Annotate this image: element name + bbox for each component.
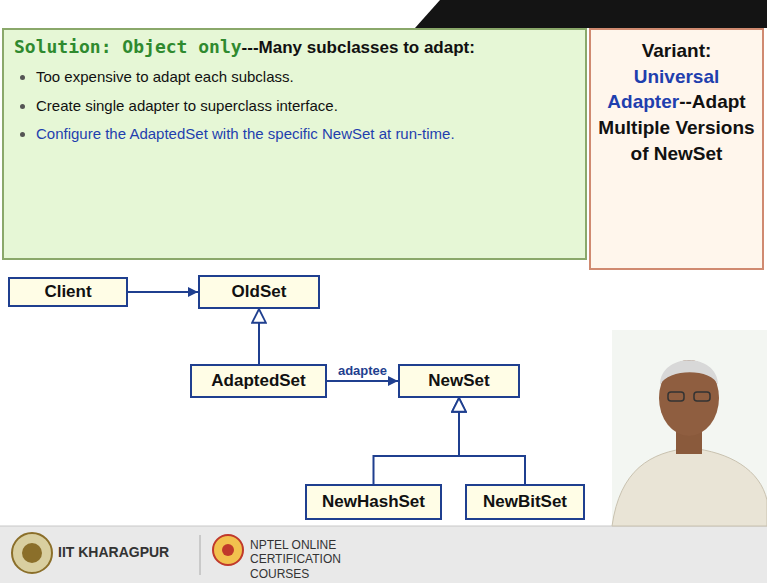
heading-line: Solution: Object only---Many subclasses … <box>14 36 575 58</box>
bullet-item: Configure the AdaptedSet with the specif… <box>18 124 575 144</box>
inheritance-line <box>258 309 260 364</box>
bullet-text: Too expensive to adapt each subclass. <box>36 68 294 85</box>
class-name: NewBitSet <box>483 492 567 512</box>
bullet-dot <box>20 104 25 109</box>
footer-label: IIT KHARAGPUR <box>58 544 169 560</box>
bullet-item: Too expensive to adapt each subclass. <box>18 67 575 87</box>
association-arrow <box>128 291 198 293</box>
variant-body: Variant: <box>597 38 756 64</box>
bullet-dot <box>20 132 25 137</box>
bullet-text: Create single adapter to superclass inte… <box>36 97 338 114</box>
bullet-dot <box>20 75 25 80</box>
bullet-item: Create single adapter to superclass inte… <box>18 96 575 116</box>
class-box: NewHashSet <box>305 484 442 520</box>
class-name: NewHashSet <box>322 492 425 512</box>
class-box: OldSet <box>198 275 320 309</box>
class-box: NewBitSet <box>465 484 585 520</box>
footer-label: NPTEL ONLINE CERTIFICATION COURSES <box>250 538 400 581</box>
inheritance-line <box>374 398 460 484</box>
class-name: AdaptedSet <box>211 371 305 391</box>
iit-logo <box>12 533 52 573</box>
presenter-photo <box>612 330 767 526</box>
inheritance-line <box>459 398 525 484</box>
variant-text: Variant:Universal Adapter--Adapt Multipl… <box>597 38 756 166</box>
solution-panel: Solution: Object only---Many subclasses … <box>2 28 587 260</box>
class-name: OldSet <box>232 282 287 302</box>
heading-rest: ---Many subclasses to adapt: <box>242 38 475 57</box>
edge-label: adaptee <box>337 363 388 378</box>
class-name: NewSet <box>428 371 489 391</box>
association-arrow <box>327 380 398 382</box>
footer-band <box>0 526 767 583</box>
heading-lead: Solution: Object only <box>14 36 242 57</box>
nptel-logo <box>213 535 243 565</box>
class-name: Client <box>44 282 91 302</box>
class-box: Client <box>8 277 128 307</box>
bullet-text: Configure the AdaptedSet with the specif… <box>36 125 455 142</box>
class-box: AdaptedSet <box>190 364 327 398</box>
class-box: NewSet <box>398 364 520 398</box>
title-band <box>415 0 767 28</box>
variant-panel: Variant:Universal Adapter--Adapt Multipl… <box>589 28 764 270</box>
